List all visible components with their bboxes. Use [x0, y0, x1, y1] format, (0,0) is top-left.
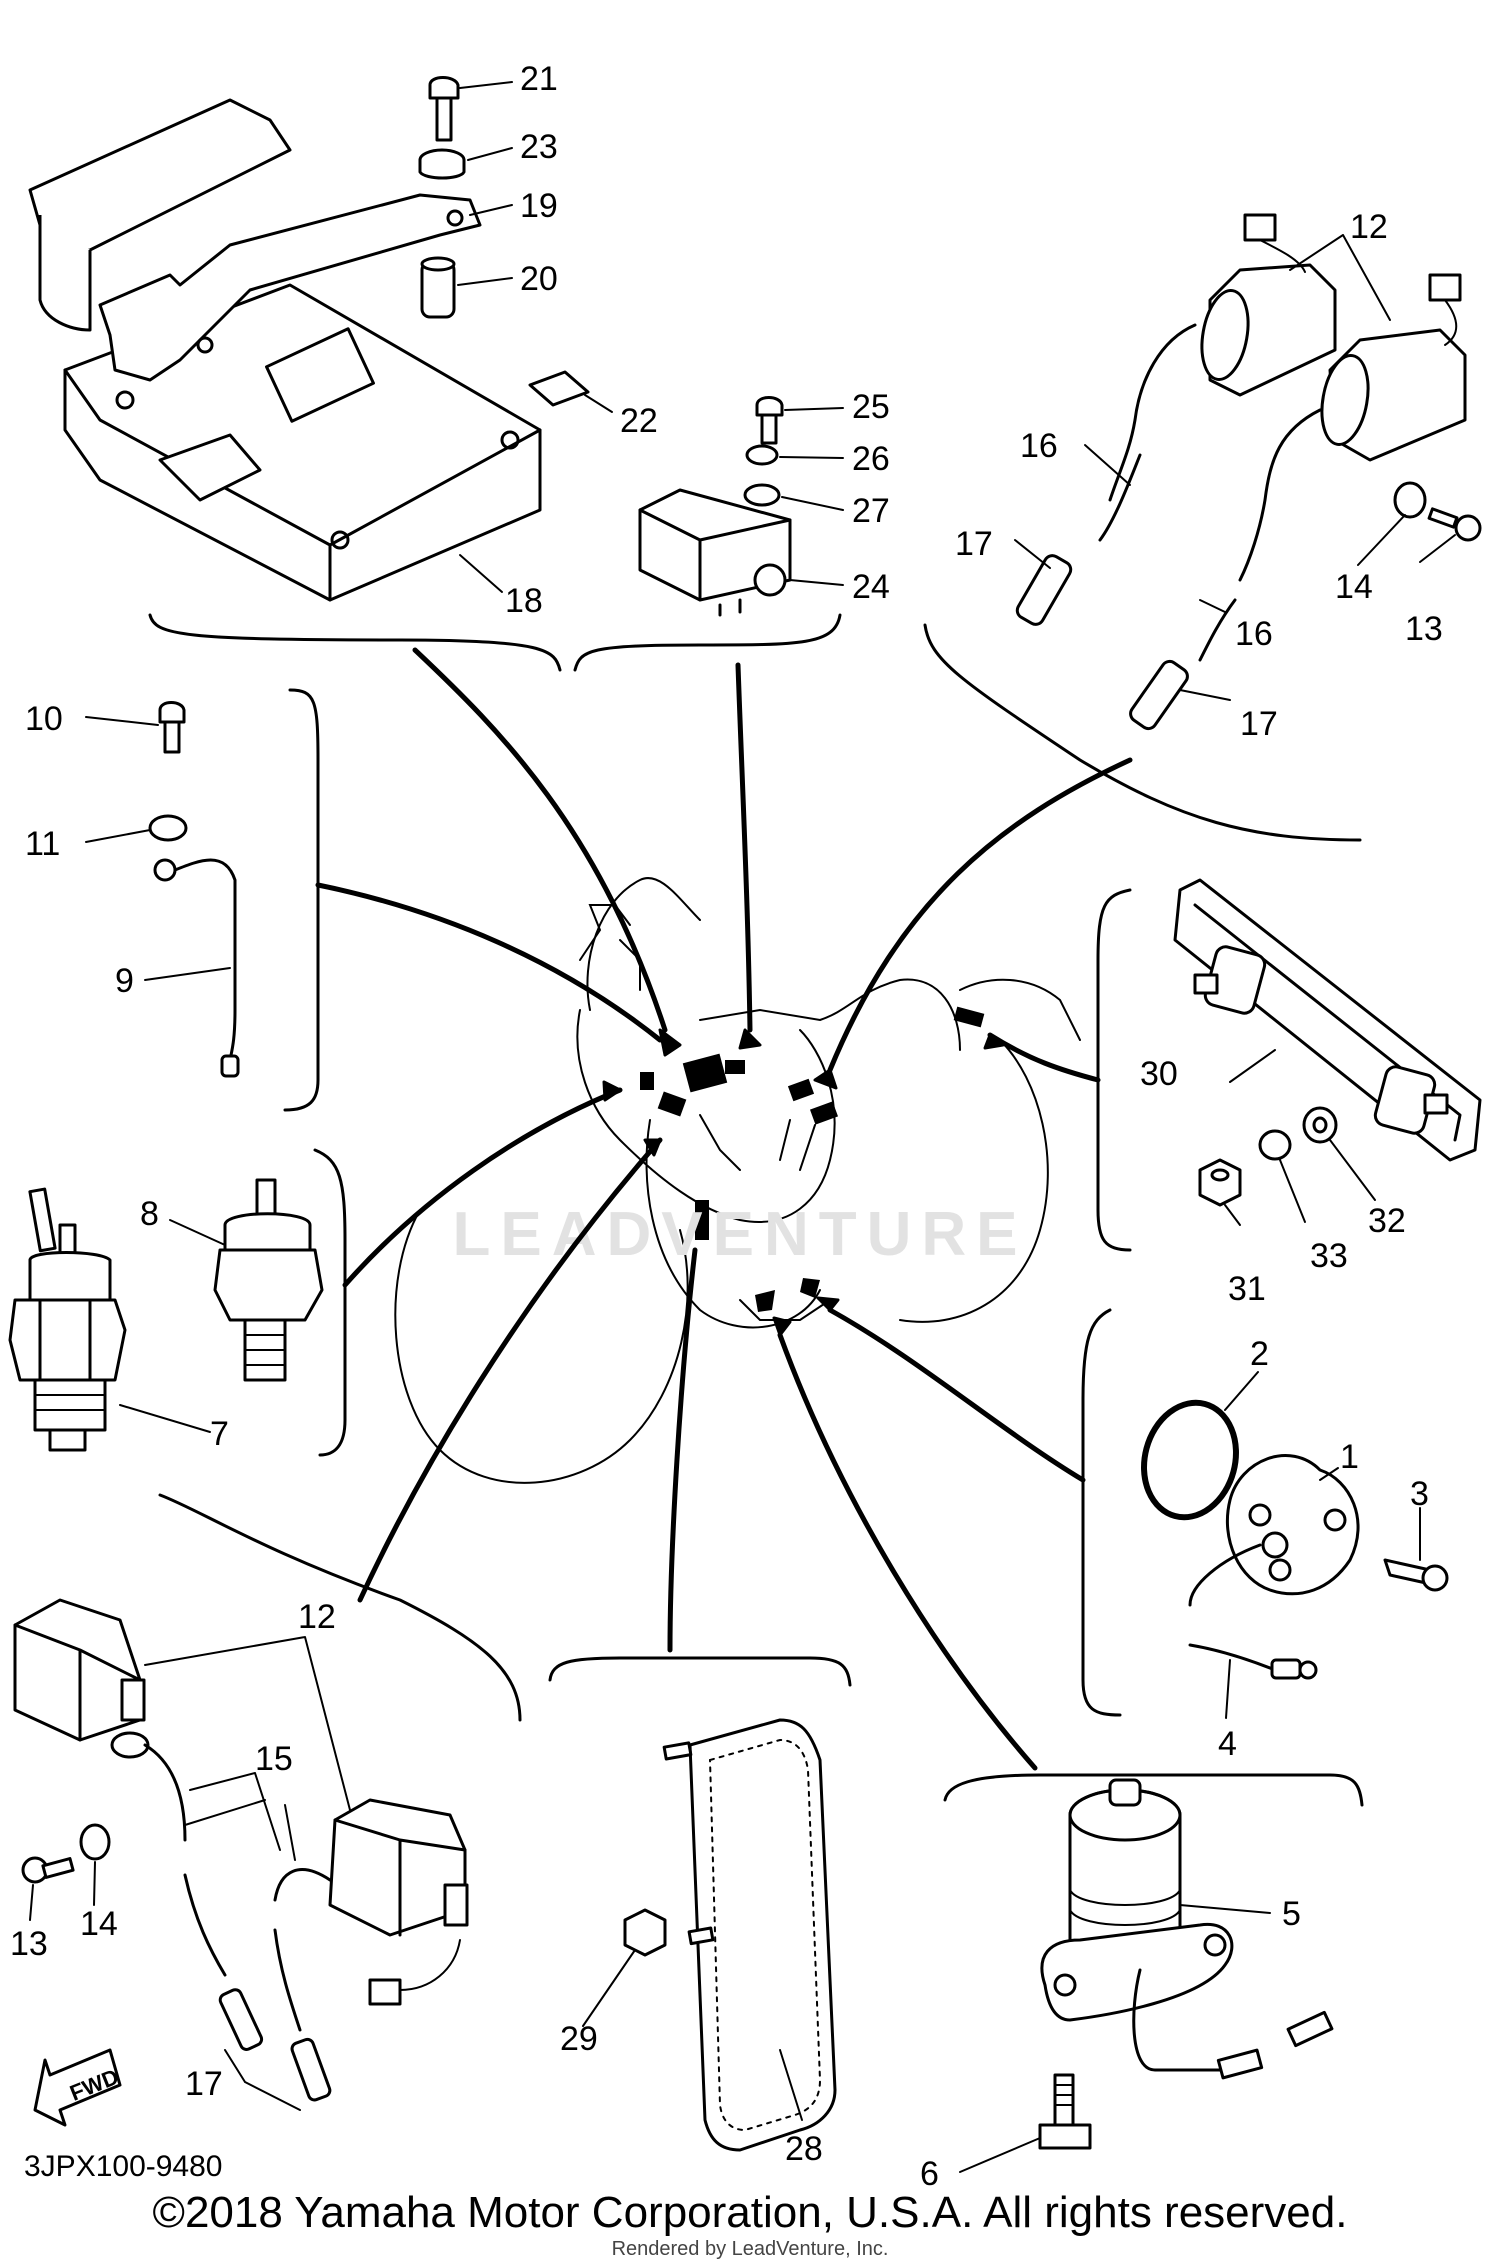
bolt-10[interactable]	[158, 701, 186, 754]
callout-22: 22	[620, 402, 658, 440]
callout-31: 31	[1228, 1270, 1266, 1308]
callout-18: 18	[505, 582, 543, 620]
callout-14-top: 14	[1335, 568, 1373, 606]
washer-26[interactable]	[745, 444, 779, 466]
washer-33[interactable]	[1258, 1129, 1292, 1161]
callout-2: 2	[1250, 1335, 1269, 1373]
bolt-21[interactable]	[428, 76, 460, 142]
diagram-code: 3JPX100-9480	[24, 2150, 223, 2183]
relay-unit-24[interactable]	[638, 488, 792, 617]
callout-12-top: 12	[1350, 208, 1388, 246]
wire-15	[184, 1799, 296, 1861]
bolt-6[interactable]	[1038, 2073, 1092, 2150]
collar-20[interactable]	[420, 256, 456, 319]
bolt-13-top[interactable]	[1427, 507, 1482, 542]
motorcycle-frame-outline	[394, 877, 1081, 1484]
nut-22[interactable]	[528, 370, 590, 407]
ignition-coil-bottom-1[interactable]	[13, 1598, 264, 2051]
leader-lines	[315, 647, 1133, 1771]
washer-32[interactable]	[1302, 1106, 1338, 1144]
callout-27: 27	[852, 492, 890, 530]
fwd-arrow-icon: FWD	[33, 2048, 122, 2127]
lead-4[interactable]	[1188, 1643, 1318, 1680]
callout-29: 29	[560, 2020, 598, 2058]
callout-30: 30	[1140, 1055, 1178, 1093]
callout-10: 10	[25, 700, 63, 738]
washer-11[interactable]	[148, 814, 188, 842]
callout-5: 5	[1282, 1895, 1301, 1933]
copyright-notice: ©2018 Yamaha Motor Corporation, U.S.A. A…	[152, 2188, 1348, 2237]
callout-9: 9	[115, 962, 134, 1000]
callout-21: 21	[520, 60, 558, 98]
callout-3: 3	[1410, 1475, 1429, 1513]
washer-14-bottom[interactable]	[79, 1823, 111, 1861]
callout-12-bottom: 12	[298, 1598, 336, 1636]
callout-25: 25	[852, 388, 890, 426]
callout-6: 6	[920, 2155, 939, 2193]
nut-31[interactable]	[1198, 1158, 1242, 1207]
callout-23: 23	[520, 128, 558, 166]
callout-17-top-a: 17	[955, 525, 993, 563]
callout-4: 4	[1218, 1725, 1237, 1763]
ecu-unit[interactable]	[28, 98, 542, 602]
callout-26: 26	[852, 440, 890, 478]
reflector-28[interactable]	[662, 1718, 837, 2152]
rendered-by-note: Rendered by LeadVenture, Inc.	[611, 2238, 889, 2260]
bolt-13-bottom[interactable]	[21, 1856, 75, 1884]
callout-16-top-b: 16	[1235, 615, 1273, 653]
callout-13-top: 13	[1405, 610, 1443, 648]
callout-19: 19	[520, 187, 558, 225]
callout-7: 7	[210, 1415, 229, 1453]
callout-1: 1	[1340, 1438, 1359, 1476]
group-brackets	[148, 613, 1364, 1807]
callout-20: 20	[520, 260, 558, 298]
sender-8[interactable]	[213, 1178, 324, 1382]
ignition-coil-top-2[interactable]	[1127, 273, 1467, 732]
callout-24: 24	[852, 568, 890, 606]
bolt-25[interactable]	[755, 396, 784, 445]
nut-29[interactable]	[623, 1908, 667, 1957]
watermark: LEADVENTURE	[452, 1200, 1027, 1269]
callout-33: 33	[1310, 1237, 1348, 1275]
callout-16-top-a: 16	[1020, 427, 1058, 465]
callout-17-bottom: 17	[185, 2065, 223, 2103]
callout-17-top-b: 17	[1240, 705, 1278, 743]
tail-light-30[interactable]	[1173, 878, 1482, 1162]
callout-8: 8	[140, 1195, 159, 1233]
callout-labels: 21 23 19 20 22 18 25 26 27 24 12 16 17 1…	[10, 60, 1443, 2193]
callout-11: 11	[25, 825, 60, 863]
switch-7[interactable]	[8, 1187, 127, 1452]
callout-14-bottom: 14	[80, 1905, 118, 1943]
screw-3[interactable]	[1383, 1558, 1449, 1592]
callout-leaders	[29, 81, 1456, 2173]
callout-13-bottom: 13	[10, 1925, 48, 1963]
ignition-coil-bottom-2[interactable]	[273, 1798, 469, 2102]
callout-15: 15	[255, 1740, 293, 1778]
washer-23[interactable]	[418, 148, 466, 180]
callout-28: 28	[785, 2130, 823, 2168]
washer-27[interactable]	[743, 483, 781, 507]
callout-32: 32	[1368, 1202, 1406, 1240]
washer-14-top[interactable]	[1393, 481, 1427, 519]
ignition-coil-top-1[interactable]	[1014, 213, 1337, 627]
pump-5[interactable]	[1040, 1778, 1334, 2080]
o-ring-2[interactable]	[1132, 1392, 1249, 1527]
ground-lead-9[interactable]	[153, 858, 240, 1078]
switch-body-1[interactable]	[1188, 1454, 1360, 1607]
